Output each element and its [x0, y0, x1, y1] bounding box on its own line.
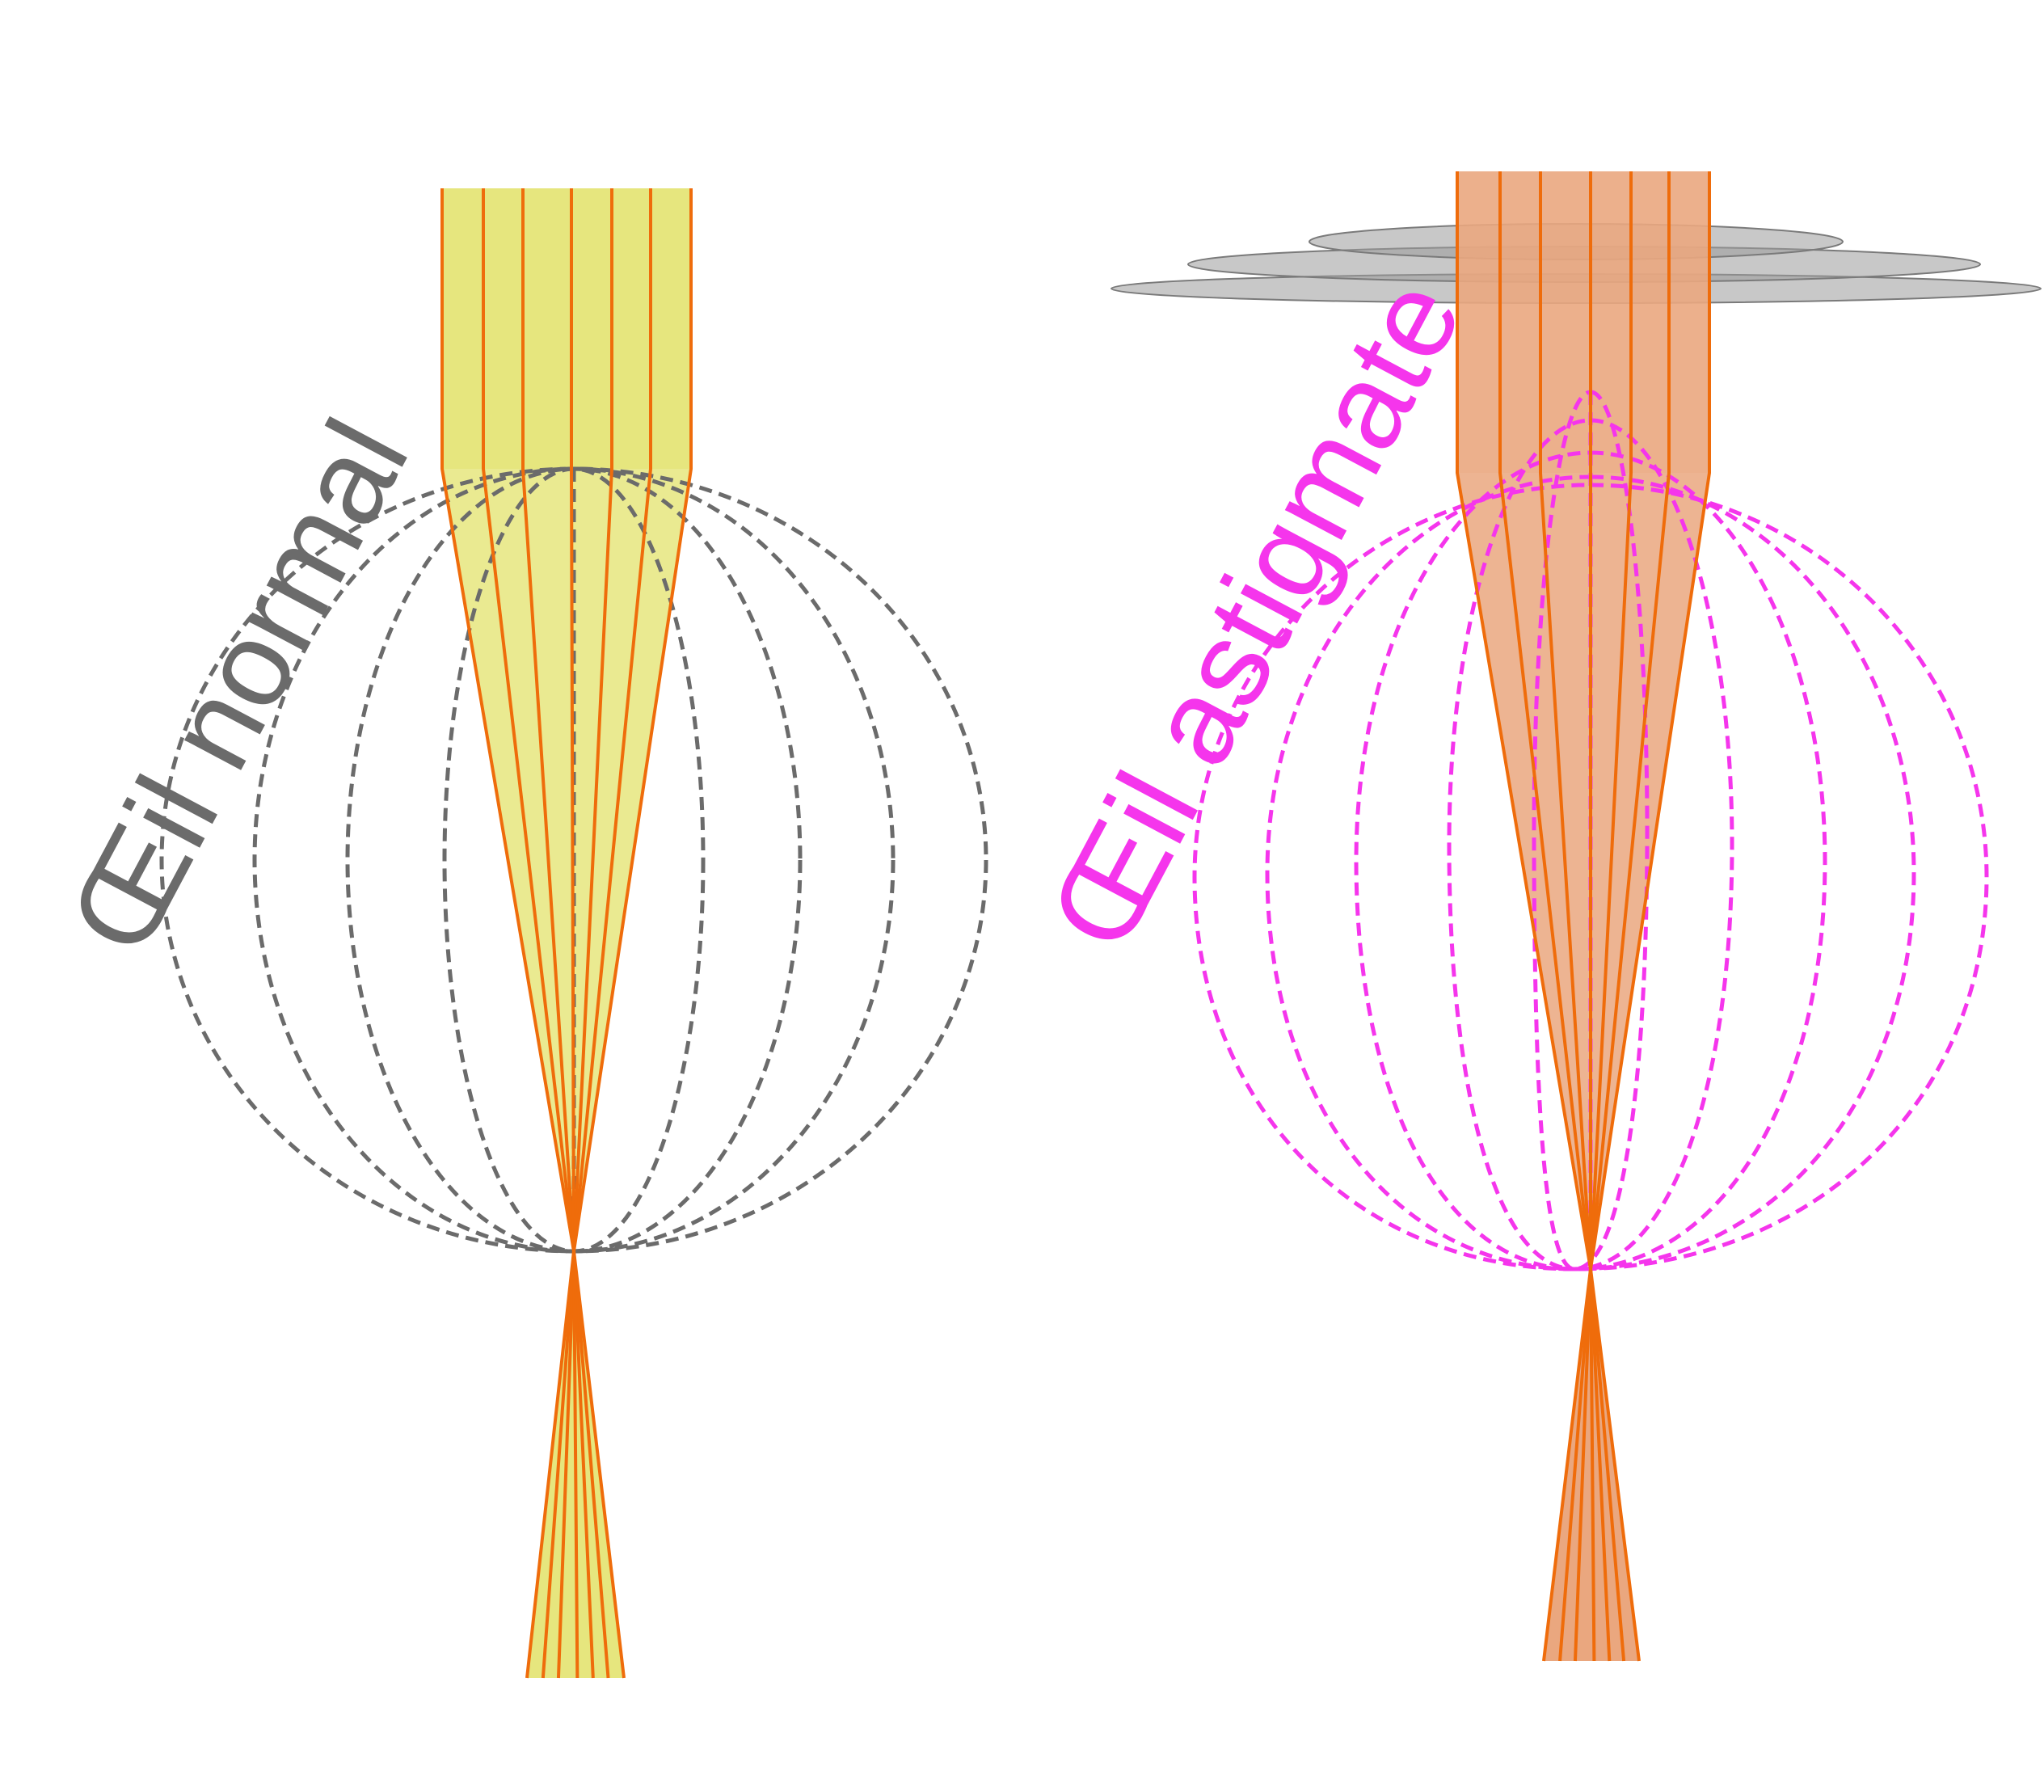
astigmatic-ray-2: [1498, 171, 1593, 1662]
astigmatic-ray-7: [1588, 171, 1711, 1662]
normal-ray-7: [571, 188, 693, 1679]
astigmatic-meridian-2: [1265, 474, 1916, 1271]
astigmatic-ray-1: [1456, 171, 1593, 1662]
normal-eye-label: Œil normal: [42, 398, 434, 974]
normal-ray-4: [570, 188, 579, 1679]
astigmatic-eye-figure: Œil astigmate: [1022, 171, 2042, 1662]
normal-ray-3: [521, 188, 576, 1679]
astigmatic-incoming-beam: [1457, 171, 1709, 473]
normal-light-rays: [440, 188, 693, 1679]
normal-ray-6: [571, 188, 652, 1679]
normal-ray-2: [482, 188, 576, 1679]
astigmatic-meridian-5: [1532, 390, 1650, 1271]
astigmatic-ray-4: [1589, 171, 1596, 1662]
astigmatic-eye-label: Œil astigmate: [1022, 258, 1487, 970]
normal-eye-figure: Œil normal: [42, 188, 988, 1679]
astigmatic-ray-5: [1588, 171, 1633, 1662]
normal-incoming-beam: [442, 188, 691, 469]
normal-ray-5: [571, 188, 613, 1679]
normal-ray-1: [440, 188, 576, 1679]
astigmatic-light-rays: [1456, 171, 1711, 1662]
astigmatic-converging-beam: [1457, 473, 1709, 1269]
astigmatic-ray-3: [1539, 171, 1593, 1662]
astigmatic-meridian-4: [1447, 418, 1734, 1271]
astigmatic-ray-6: [1588, 171, 1671, 1662]
